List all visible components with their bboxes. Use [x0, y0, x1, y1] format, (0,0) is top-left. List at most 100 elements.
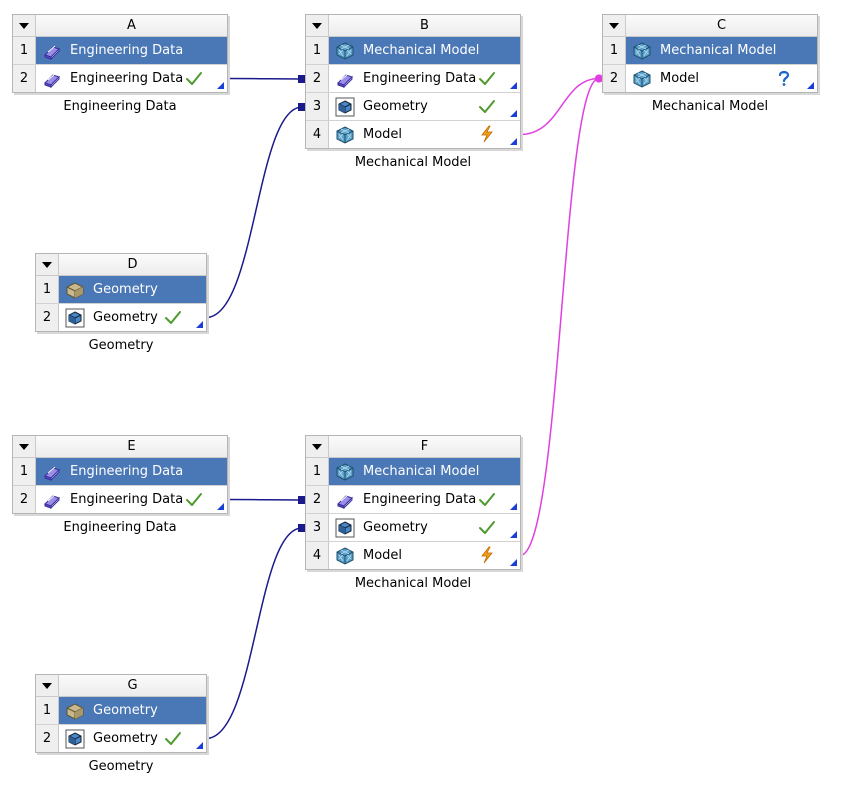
up-to-date-check-icon: [478, 97, 496, 115]
cell-label: Mechanical Model: [363, 464, 480, 479]
cell-label: Engineering Data: [70, 43, 184, 58]
cell-content[interactable]: Model: [626, 65, 817, 92]
cell-label: Geometry: [363, 520, 428, 535]
cell-row-1[interactable]: 1 Geometry: [36, 697, 206, 725]
system-caption[interactable]: Mechanical Model: [354, 155, 472, 170]
row-number: 4: [306, 542, 329, 569]
cell-content[interactable]: Engineering Data: [36, 37, 227, 64]
system-menu-dropdown-icon[interactable]: [603, 15, 626, 36]
system-caption[interactable]: Engineering Data: [63, 520, 177, 535]
geometry-box-icon: [65, 729, 85, 749]
cell-content[interactable]: Engineering Data: [36, 486, 227, 513]
link-E2-F2[interactable]: [226, 498, 303, 501]
system-header: B: [306, 15, 520, 37]
system-menu-dropdown-icon[interactable]: [36, 675, 59, 696]
cell-content[interactable]: Model: [329, 121, 520, 148]
link-D2-B3[interactable]: [205, 106, 303, 319]
cell-content[interactable]: Geometry: [59, 725, 206, 752]
cell-label: Geometry: [93, 703, 158, 718]
link-B4-C2[interactable]: [519, 77, 600, 136]
system-menu-dropdown-icon[interactable]: [36, 254, 59, 275]
cell-content[interactable]: Geometry: [329, 514, 520, 541]
engineering-data-book-icon: [335, 490, 355, 510]
cell-content[interactable]: Engineering Data: [329, 486, 520, 513]
cell-corner-marker-icon: [510, 138, 517, 145]
up-to-date-check-icon: [478, 490, 496, 508]
system-caption[interactable]: Mechanical Model: [651, 99, 769, 114]
cell-content[interactable]: Geometry: [59, 276, 206, 303]
cell-content[interactable]: Geometry: [329, 93, 520, 120]
system-header: G: [36, 675, 206, 697]
up-to-date-check-icon: [164, 729, 182, 747]
system-menu-dropdown-icon[interactable]: [13, 15, 36, 36]
cell-label: Geometry: [93, 282, 158, 297]
cell-content[interactable]: Geometry: [59, 697, 206, 724]
system-header: F: [306, 436, 520, 458]
system-menu-dropdown-icon[interactable]: [306, 436, 329, 457]
system-letter: D: [59, 254, 206, 275]
system-caption[interactable]: Mechanical Model: [354, 576, 472, 591]
cell-label: Geometry: [93, 310, 158, 325]
system-caption[interactable]: Geometry: [88, 759, 154, 774]
engineering-data-book-icon: [42, 490, 62, 510]
system-caption[interactable]: Geometry: [88, 338, 154, 353]
system-menu-dropdown-icon[interactable]: [13, 436, 36, 457]
cell-content[interactable]: Geometry: [59, 304, 206, 331]
link-G2-F3[interactable]: [205, 527, 303, 740]
cell-content[interactable]: Mechanical Model: [329, 458, 520, 485]
cell-content[interactable]: Engineering Data: [36, 65, 227, 92]
engineering-data-book-icon: [42, 41, 62, 61]
cell-content[interactable]: Model: [329, 542, 520, 569]
cell-content[interactable]: Engineering Data: [329, 65, 520, 92]
geometry-block-icon: [65, 280, 85, 300]
system-letter: G: [59, 675, 206, 696]
cell-content[interactable]: Mechanical Model: [329, 37, 520, 64]
cell-row-1[interactable]: 1 Engineering Data: [13, 37, 227, 65]
row-number: 1: [36, 697, 59, 724]
link-A2-B2[interactable]: [226, 77, 303, 80]
link-F4-C2[interactable]: [519, 77, 600, 557]
system-menu-dropdown-icon[interactable]: [306, 15, 329, 36]
cell-content[interactable]: Mechanical Model: [626, 37, 817, 64]
cell-corner-marker-icon: [217, 82, 224, 89]
row-number: 1: [13, 37, 36, 64]
row-number: 2: [603, 65, 626, 92]
geometry-box-icon: [335, 97, 355, 117]
cell-content[interactable]: Engineering Data: [36, 458, 227, 485]
cell-corner-marker-icon: [196, 742, 203, 749]
cell-label: Engineering Data: [70, 464, 184, 479]
cell-label: Model: [363, 127, 403, 142]
cell-label: Engineering Data: [70, 71, 184, 86]
system-header: E: [13, 436, 227, 458]
row-number: 2: [306, 486, 329, 513]
system-caption[interactable]: Engineering Data: [63, 99, 177, 114]
